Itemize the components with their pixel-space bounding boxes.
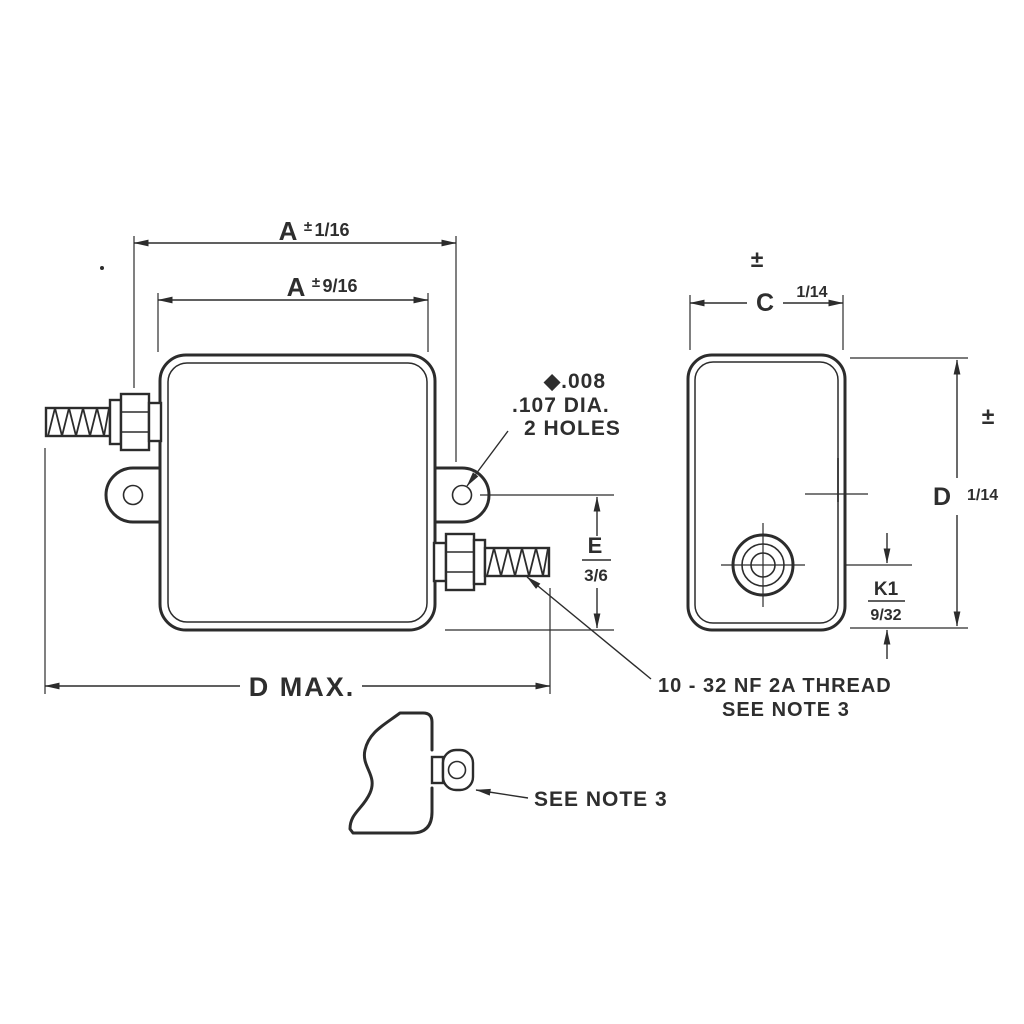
- side-terminal: [721, 523, 805, 607]
- side-dimensions: ± C 1/14 ± D 1/14 K1 9/32: [689, 246, 998, 659]
- dim-k1-letter: K1: [874, 579, 899, 600]
- holes-note-line2: .107 DIA.: [512, 394, 610, 417]
- lug-neck: [430, 755, 445, 785]
- dim-d-letter: D: [933, 483, 951, 511]
- holes-note-line1: ◆.008: [543, 370, 606, 393]
- front-dimensions: A ± 1/16 A ± 9/16 D MAX. E 3/6: [44, 216, 614, 702]
- dim-a-inner-frac: 9/16: [322, 276, 357, 296]
- right-terminal-stud: [432, 532, 551, 592]
- left-terminal-stud: [44, 392, 163, 452]
- dim-d-frac: 1/14: [967, 487, 998, 504]
- dim-a-outer-letter: A: [279, 216, 298, 246]
- detail-terminal-lug: [430, 748, 475, 792]
- side-body-outline: [686, 353, 847, 632]
- right-stud-nut: [444, 532, 476, 592]
- right-stud-collar: [432, 541, 448, 583]
- left-stud-threads: [47, 407, 110, 437]
- left-stud-collar: [147, 401, 163, 443]
- front-body-outline: [158, 353, 437, 632]
- detail-body-outline: [348, 711, 434, 835]
- holes-note-line3: 2 HOLES: [524, 417, 621, 440]
- detail-note-leader: [475, 788, 529, 799]
- left-mounting-ear: [104, 466, 162, 524]
- right-stud-threads: [486, 547, 549, 577]
- dim-a-inner-letter: A: [287, 272, 306, 302]
- side-view: [686, 353, 868, 632]
- right-stud-washer: [472, 538, 487, 586]
- left-ear-hole: [122, 484, 144, 506]
- left-ear-outline: [104, 466, 162, 524]
- thread-note-line1: 10 - 32 NF 2A THREAD: [658, 675, 892, 697]
- right-ear-hole: [451, 484, 473, 506]
- front-view: [44, 353, 551, 632]
- detail-note-label: SEE NOTE 3: [534, 788, 668, 811]
- dim-e-frac: 3/6: [584, 566, 608, 585]
- dim-c-letter: C: [756, 289, 774, 317]
- front-annotations: ◆.008 .107 DIA. 2 HOLES 10 - 32 NF 2A TH…: [466, 370, 892, 721]
- dim-dmax-label: D MAX.: [249, 672, 356, 702]
- dim-a-outer-frac: 1/16: [314, 220, 349, 240]
- dim-c-frac: 1/14: [796, 284, 827, 301]
- thread-note-line2: SEE NOTE 3: [722, 699, 850, 721]
- front-body-inner-line: [167, 362, 428, 623]
- thread-note-leader: [526, 576, 652, 680]
- left-stud-washer: [108, 398, 123, 446]
- detail-view: SEE NOTE 3: [348, 711, 668, 835]
- lug-body: [441, 748, 475, 792]
- holes-note-leader: [466, 430, 509, 487]
- stray-dot: [100, 266, 104, 270]
- lug-hole: [447, 760, 467, 780]
- dim-a-inner-tol: ±: [312, 274, 320, 291]
- dim-k1-frac: 9/32: [870, 607, 901, 624]
- left-stud-nut: [119, 392, 151, 452]
- dim-a-outer-tol: ±: [304, 218, 312, 235]
- dim-d-tol: ±: [982, 403, 995, 429]
- dim-c-tol: ±: [751, 246, 764, 272]
- dim-e-letter: E: [588, 533, 603, 558]
